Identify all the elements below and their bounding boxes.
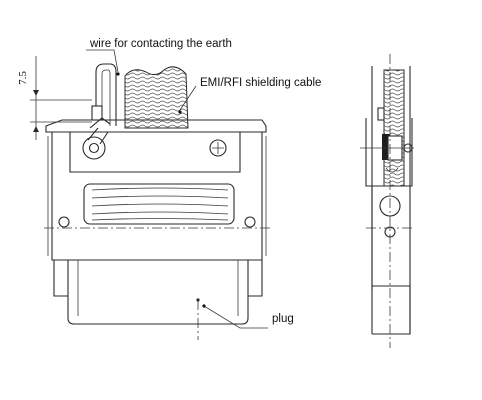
side-cable xyxy=(383,69,405,187)
connector-hood xyxy=(51,132,263,261)
plug-body xyxy=(67,260,249,325)
hood-screw-right xyxy=(209,139,227,157)
hood-screw-right-lower xyxy=(244,216,256,228)
dimension-label: 7.5 xyxy=(17,71,29,85)
cable-label: EMI/RFI shielding cable xyxy=(200,77,321,89)
cable-leader-line xyxy=(179,85,197,111)
side-clamp-block xyxy=(382,134,390,160)
earth-wire xyxy=(95,63,117,126)
hood-screw-left xyxy=(58,216,70,228)
grip-ribs xyxy=(83,183,235,225)
side-view xyxy=(360,54,414,348)
wire-leader-line xyxy=(86,49,119,73)
earth-ring-terminal xyxy=(82,136,106,160)
wire-label: wire for contacting the earth xyxy=(89,38,232,50)
plug-leader-line xyxy=(203,305,268,329)
shielding-cable xyxy=(124,66,189,129)
clamp-plate xyxy=(45,119,267,133)
terminal-lug xyxy=(91,105,103,121)
plug-label: plug xyxy=(272,313,294,325)
front-view xyxy=(30,56,272,340)
